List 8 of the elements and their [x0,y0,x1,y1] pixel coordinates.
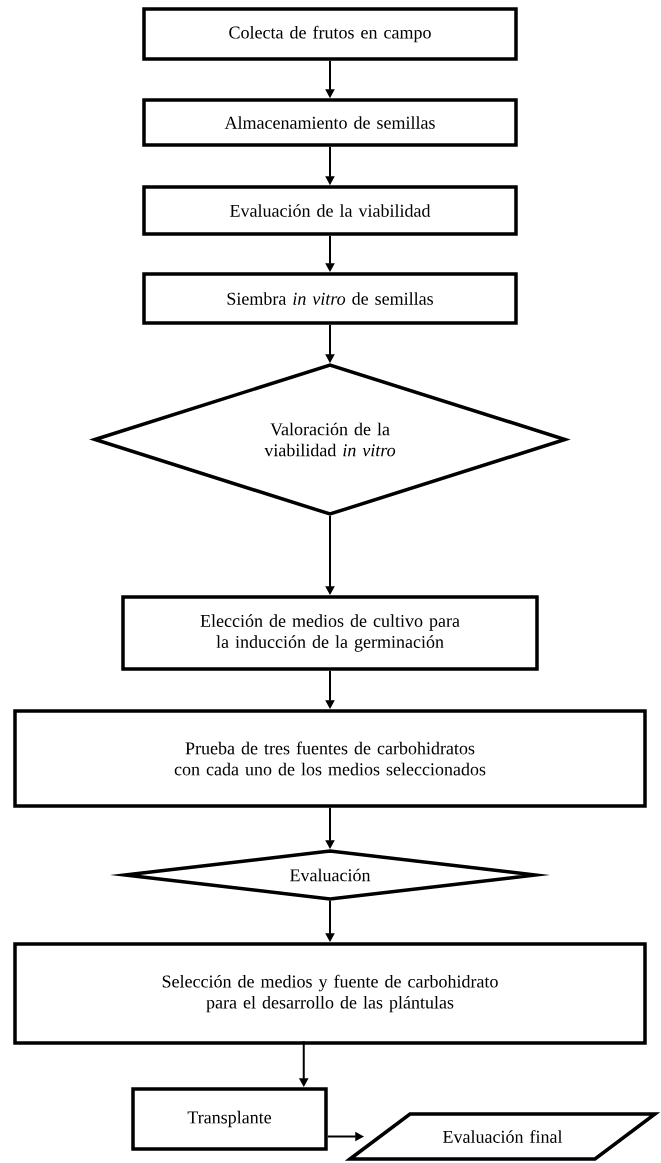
process-box: Colecta de frutos en campo [142,7,518,61]
process-box: Transplante [131,1087,328,1151]
process-box: Evaluación de la viabilidad [142,185,518,236]
process-box: Almacenamiento de semillas [142,98,518,147]
process-box: Selección de medios y fuente de carbohidrato para el desarrollo de las plántulas [13,942,647,1045]
process-box: Elección de medios de cultivo para la inducción de la germinación [121,595,539,671]
process-box: Prueba de tres fuentes de carbohidratos con cada uno de los medios seleccionados [13,709,647,808]
process-box: Siembra in vitro de semillas [142,272,518,325]
